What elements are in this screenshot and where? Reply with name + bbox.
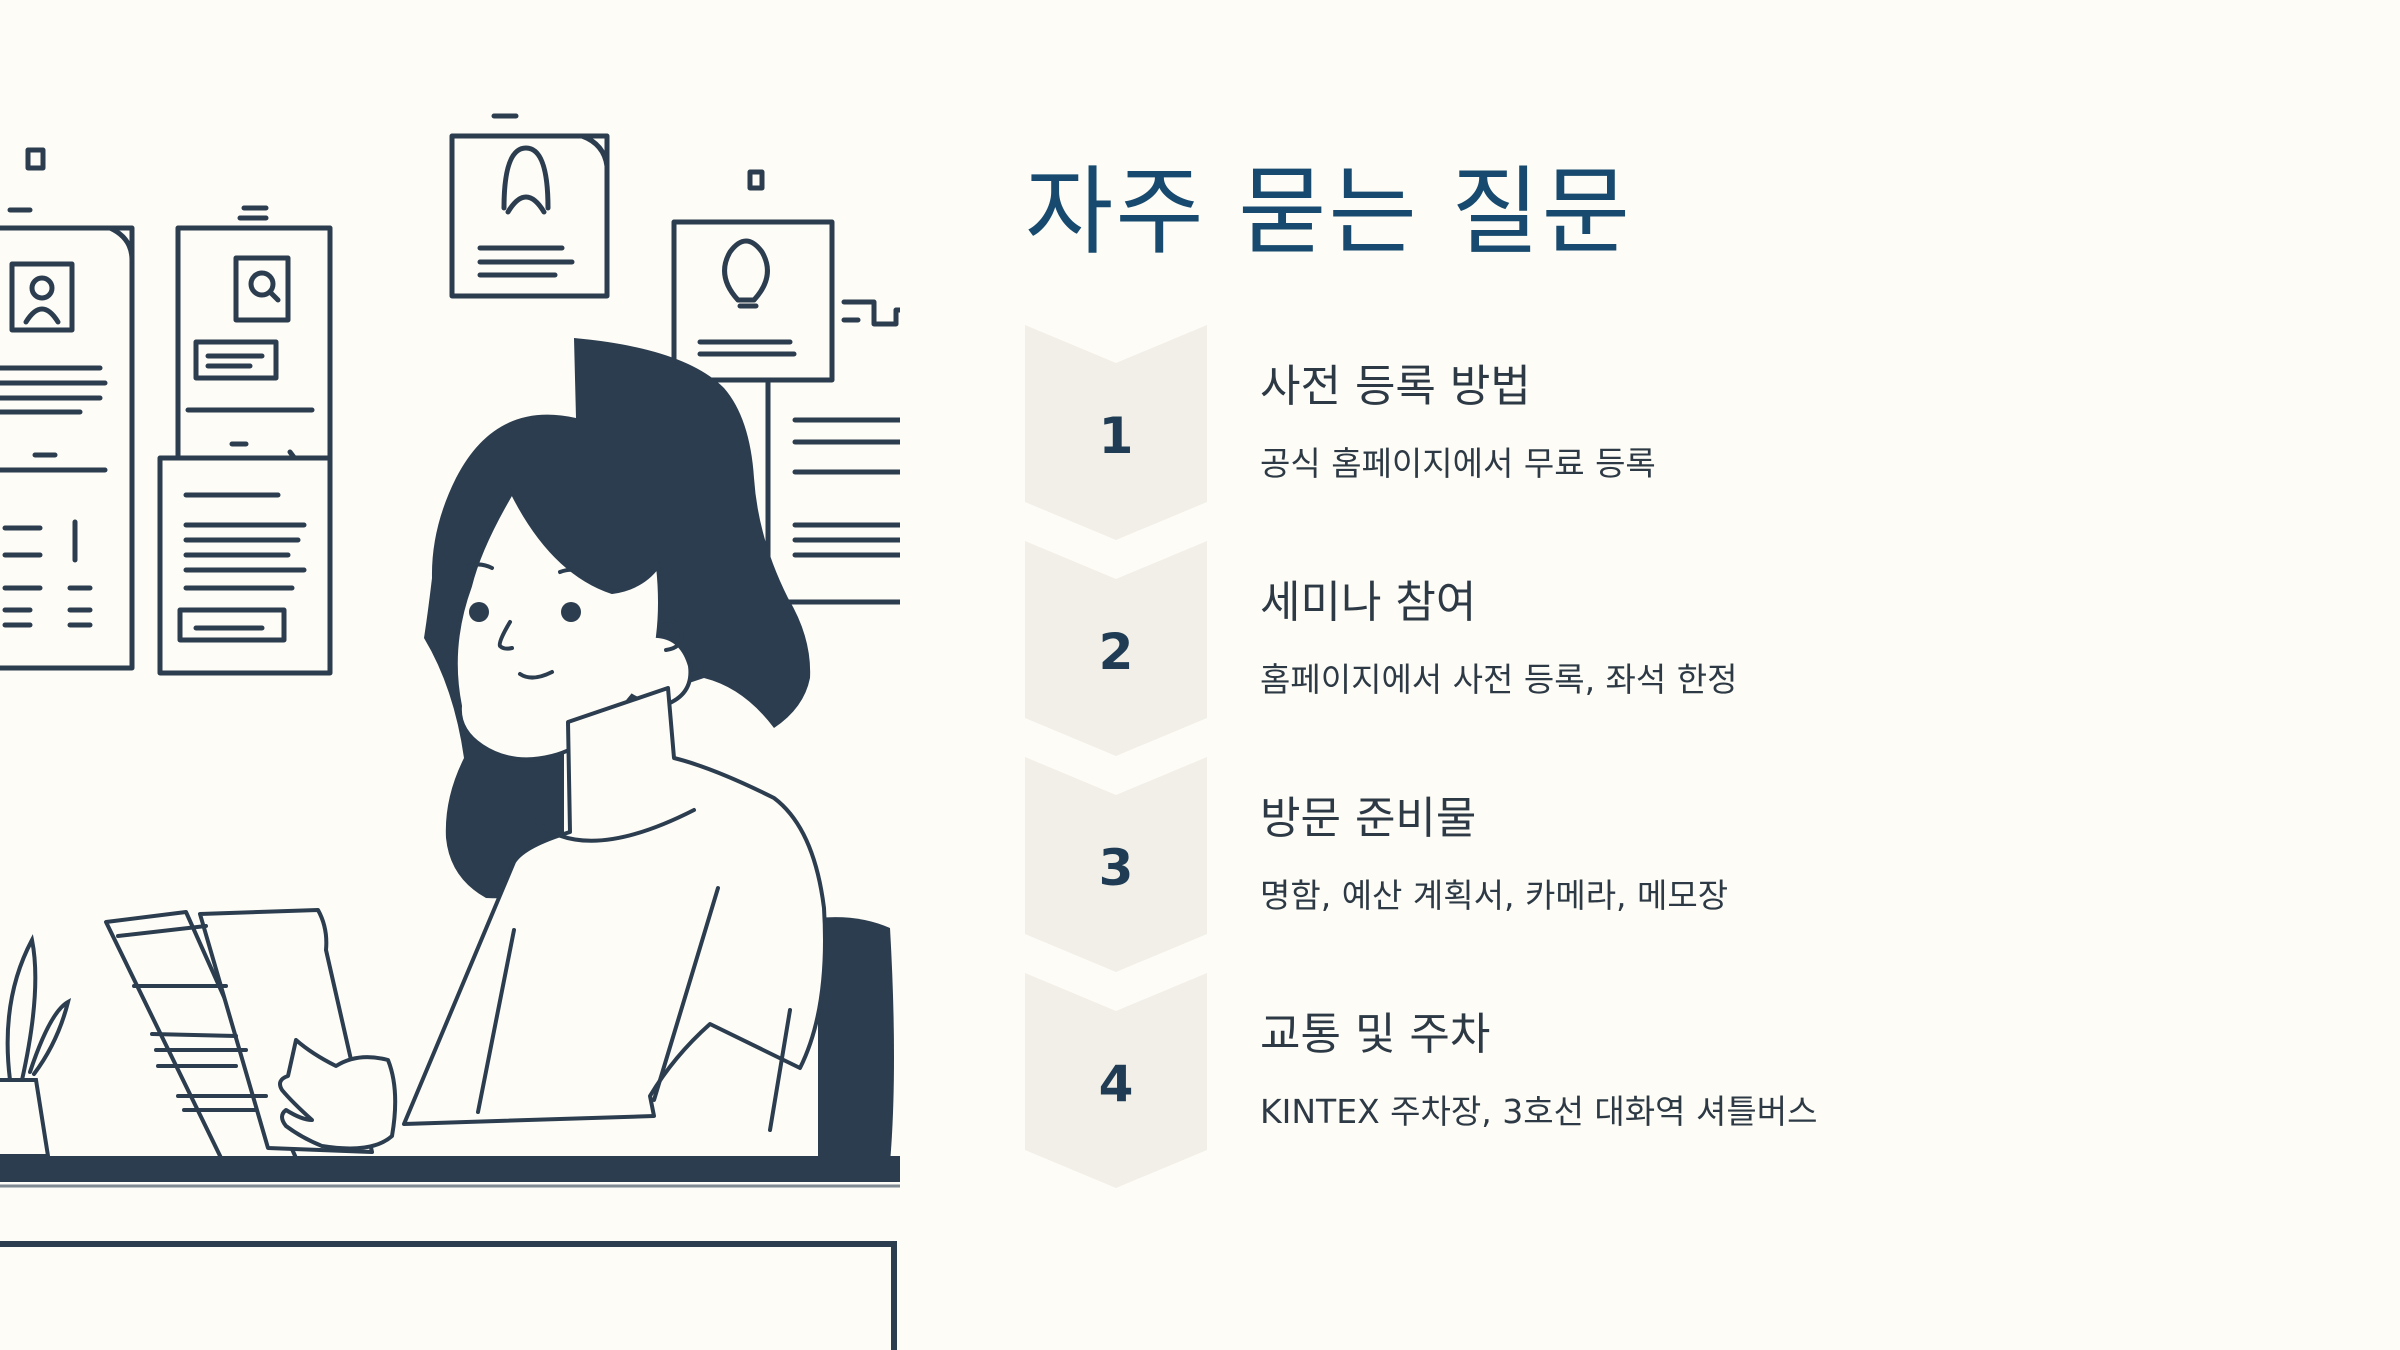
profile-document-icon <box>0 147 135 671</box>
page-title: 자주 묻는 질문 <box>1025 156 1632 268</box>
step-3-description: 명함, 예산 계획서, 카메라, 메모장 <box>1260 876 1729 915</box>
desk-body <box>0 1241 897 1350</box>
list-document-icon <box>157 455 333 676</box>
hand-shape <box>278 1038 398 1151</box>
portrait-document-icon <box>449 113 610 299</box>
step-1-title: 사전 등록 방법 <box>1260 361 1531 412</box>
step-2-chevron <box>1025 541 1207 756</box>
step-2-title: 세미나 참여 <box>1260 577 1477 628</box>
left-eye <box>469 602 489 622</box>
step-1-chevron <box>1025 325 1207 540</box>
step-2-description: 홈페이지에서 사전 등록, 좌석 한정 <box>1260 660 1738 699</box>
step-3-title: 방문 준비물 <box>1260 793 1477 844</box>
step-3-number: 3 <box>1098 839 1134 897</box>
step-4-chevron <box>1025 973 1207 1188</box>
step-4-number: 4 <box>1098 1055 1134 1113</box>
step-4-title: 교통 및 주차 <box>1260 1009 1491 1060</box>
step-3-chevron <box>1025 757 1207 972</box>
step-4-description: KINTEX 주차장, 3호선 대화역 셔틀버스 <box>1260 1092 1818 1131</box>
right-eye <box>561 602 581 622</box>
lightbulb-document-icon <box>671 169 900 383</box>
notice-document-icon <box>765 377 900 605</box>
step-1-description: 공식 홈페이지에서 무료 등록 <box>1260 444 1656 483</box>
chair-shape <box>818 917 894 1163</box>
step-1-number: 1 <box>1098 407 1134 465</box>
woman-reading-illustration <box>0 113 900 1350</box>
desk-top <box>0 1156 900 1182</box>
step-2-number: 2 <box>1098 623 1134 681</box>
plant-icon <box>0 934 72 1158</box>
torso-shape <box>402 686 827 1126</box>
